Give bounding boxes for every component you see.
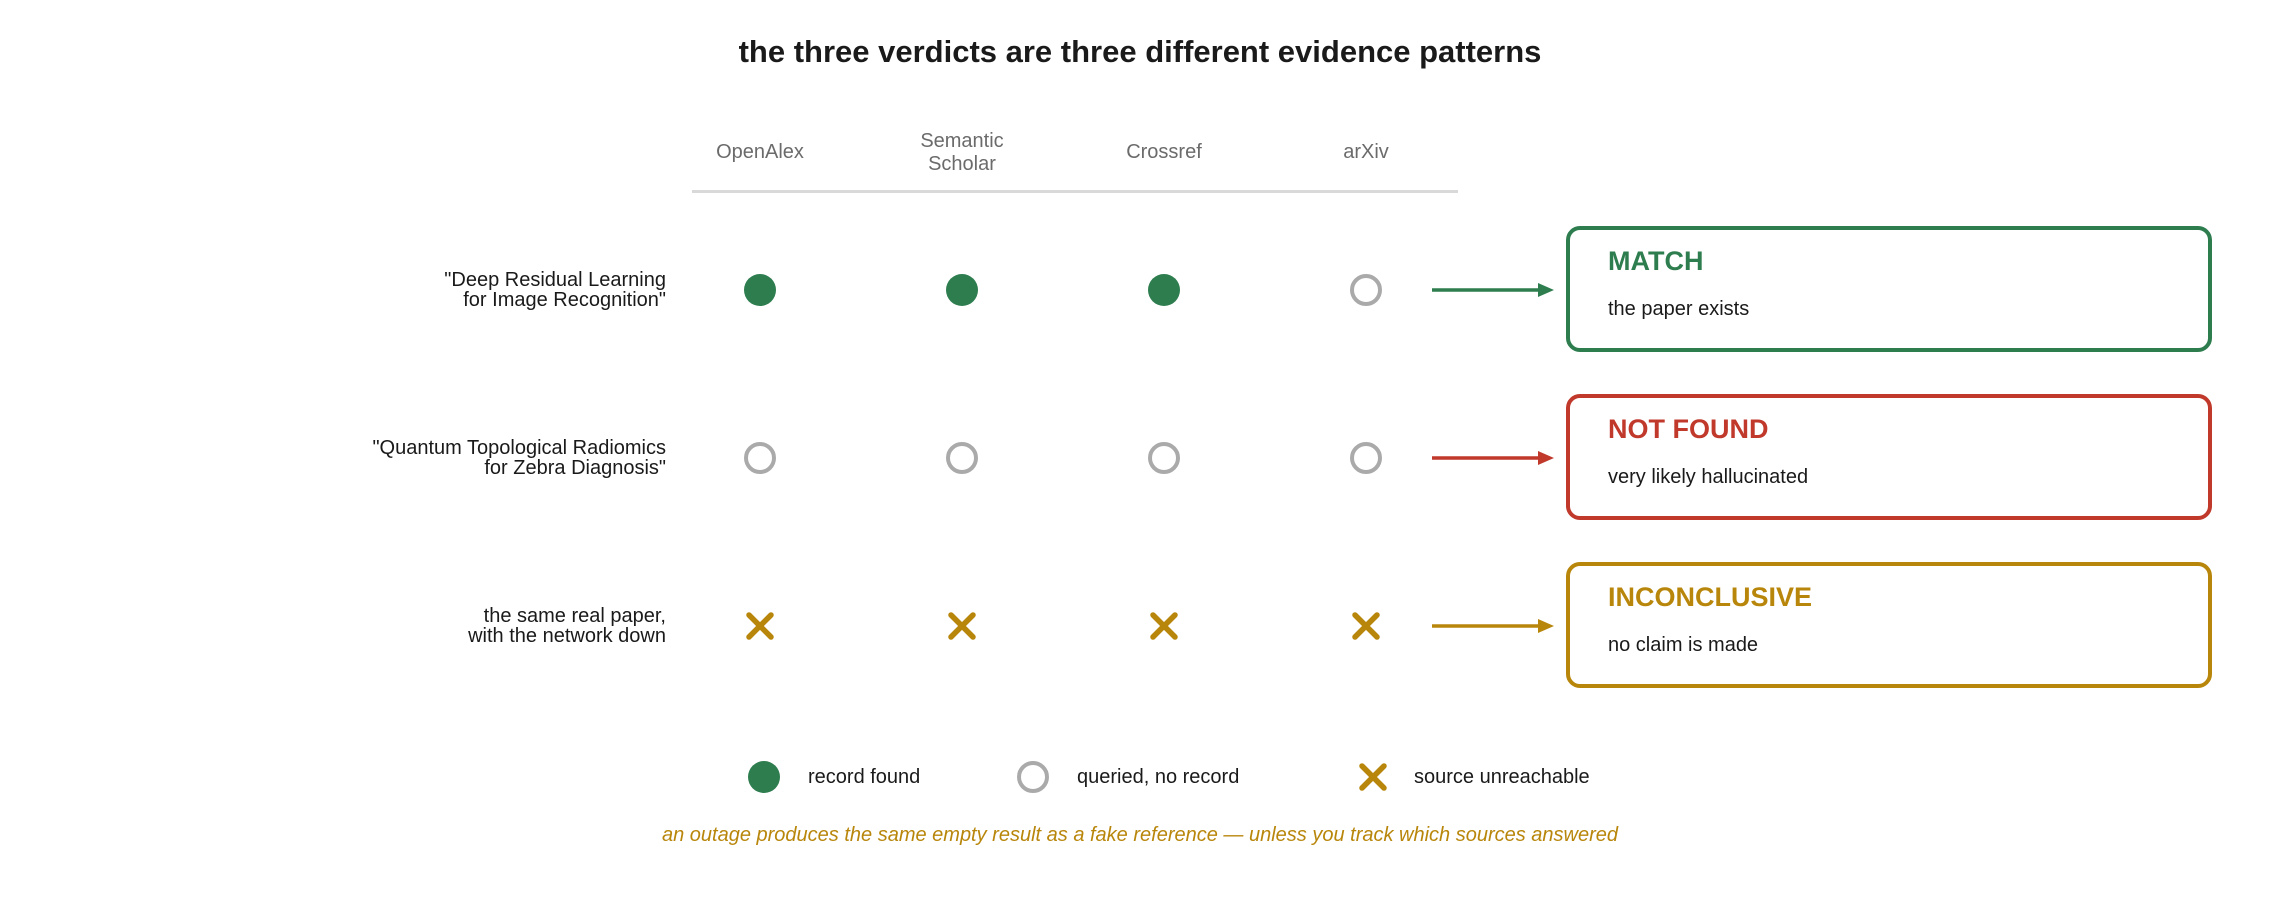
verdict-title: INCONCLUSIVE [1608,582,1813,612]
row-label-line: for Image Recognition" [463,289,666,311]
column-header-arxiv: arXiv [1266,141,1466,164]
row-label-line: for Zebra Diagnosis" [484,457,666,479]
legend-label-found: record found [808,766,921,788]
arrow-right-icon [1432,280,1556,300]
verdict-box-match: MATCH the paper exists [1566,226,2212,352]
row-label-line: "Quantum Topological Radiomics [372,437,666,459]
empty-circle-icon [1346,270,1386,310]
verdict-description: no claim is made [1608,634,1759,656]
verdict-description: the paper exists [1608,298,1750,320]
verdict-title: NOT FOUND [1608,414,1769,444]
row-label-network-down: the same real paper, with the network do… [246,606,666,646]
legend-no-record-icon [1013,757,1053,797]
column-header-semantic-scholar: Semantic Scholar [862,130,1062,176]
column-header-label: OpenAlex [716,141,804,163]
legend-found-icon [744,757,784,797]
empty-circle-icon [1346,438,1386,478]
footnote: an outage produces the same empty result… [661,824,1619,846]
column-header-crossref: Crossref [1064,141,1264,164]
empty-circle-icon [942,438,982,478]
verdict-box-not-found: NOT FOUND very likely hallucinated [1566,394,2212,520]
row-label-line: with the network down [468,625,666,647]
page-title: the three verdicts are three different e… [738,34,1542,69]
row-label-fake-paper: "Quantum Topological Radiomics for Zebra… [246,438,666,478]
arrow-right-icon [1432,616,1556,636]
header-divider [692,190,1458,193]
filled-circle-icon [740,270,780,310]
cross-icon [1144,606,1184,646]
legend-label-no-record: queried, no record [1077,766,1240,788]
verdict-description: very likely hallucinated [1608,466,1809,488]
legend-label-unreachable: source unreachable [1414,766,1590,788]
row-label-line: "Deep Residual Learning [444,269,666,291]
empty-circle-icon [1144,438,1184,478]
arrow-right-icon [1432,448,1556,468]
row-label-line: the same real paper, [483,605,666,627]
column-header-label: arXiv [1343,141,1389,163]
verdict-title: MATCH [1608,246,1704,276]
cross-icon [942,606,982,646]
empty-circle-icon [740,438,780,478]
filled-circle-icon [1144,270,1184,310]
cross-icon [740,606,780,646]
verdict-box-inconclusive: INCONCLUSIVE no claim is made [1566,562,2212,688]
legend-unreachable-icon [1353,757,1393,797]
column-header-label: Crossref [1126,141,1202,163]
column-header-openalex: OpenAlex [660,141,860,164]
column-header-label: Semantic [920,130,1004,152]
row-label-real-paper: "Deep Residual Learning for Image Recogn… [246,270,666,310]
filled-circle-icon [942,270,982,310]
cross-icon [1346,606,1386,646]
column-header-label: Scholar [928,153,996,175]
